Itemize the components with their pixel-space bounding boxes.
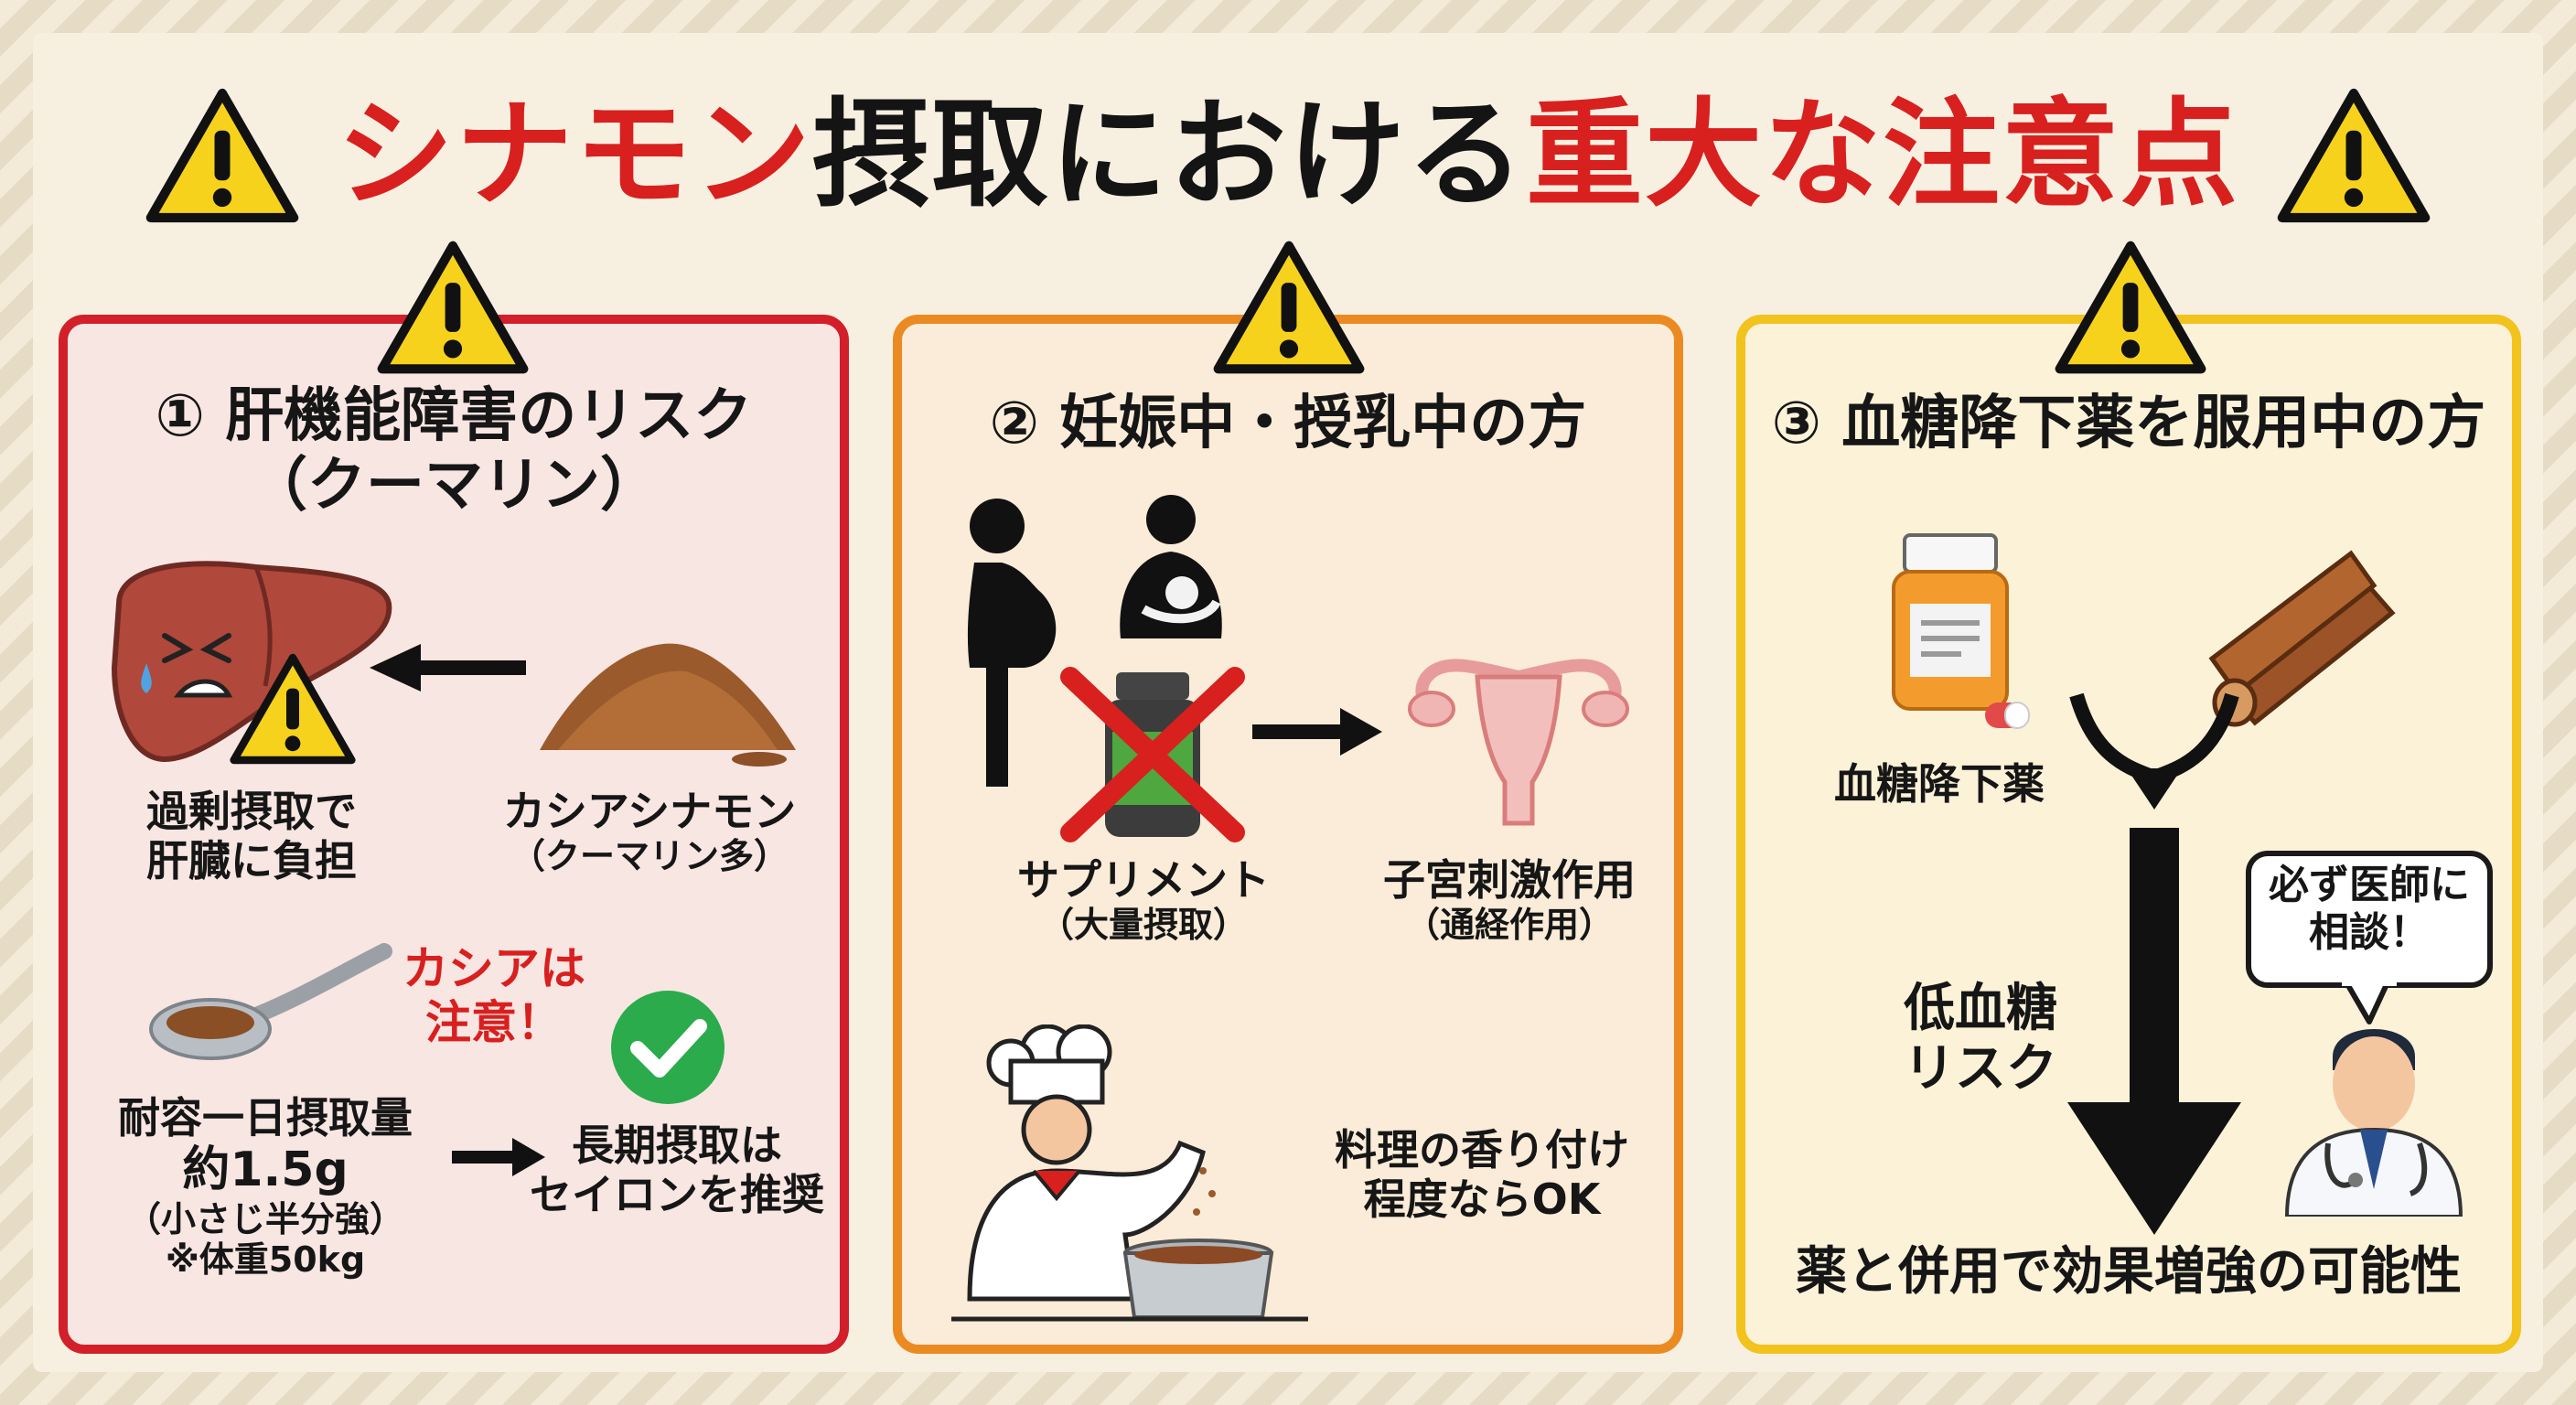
chef-icon (951, 1024, 1308, 1322)
doctor-bubble-line1: 必ず医師に (2269, 862, 2470, 908)
recommend-line1: 長期摂取は (572, 1121, 782, 1170)
powder-caption: カシアシナモン （クーマリン多） (457, 787, 842, 877)
warning-icon (2055, 241, 2206, 374)
pill-bottle-icon (1892, 533, 2030, 729)
liver-caption-line1: 過剰摂取で (146, 787, 357, 836)
powder-caption-line1: カシアシナモン (502, 787, 797, 836)
tolerance-info: 耐容一日摂取量 約1.5g （小さじ半分強） ※体重50kg (82, 1093, 448, 1281)
cooking-caption: 料理の香り付け 程度ならOK (1299, 1125, 1665, 1225)
tolerance-line4: ※体重50kg (165, 1239, 366, 1281)
arrow-left-icon (370, 644, 526, 692)
uterus-caption: 子宮刺激作用 （通経作用） (1354, 855, 1665, 946)
risk-text: 低血糖 リスク (1871, 979, 2090, 1099)
nursing-mother-icon (1120, 495, 1222, 638)
title-text: シナモン摂取における重大な注意点 (337, 97, 2239, 214)
prohibited-x-icon (1060, 667, 1245, 842)
uterus-caption-line2: （通経作用） (1404, 905, 1614, 946)
cinnamon-powder-icon (540, 643, 796, 767)
liver-icon (111, 561, 392, 763)
supplement-caption-line1: サプリメント (1017, 855, 1270, 905)
medicine-label: 血糖降下薬 (1834, 759, 2045, 809)
cooking-caption-line1: 料理の香り付け (1335, 1125, 1629, 1174)
liver-caption-line2: 肝臓に負担 (146, 836, 357, 886)
warning-icon (2277, 88, 2431, 223)
panel2-heading: ② 妊娠中・授乳中の方 (989, 390, 1587, 457)
title-important: 重大な注意点 (1526, 87, 2240, 223)
check-icon (611, 991, 724, 1104)
warning-icon (1213, 241, 1365, 374)
risk-line1: 低血糖 (1904, 979, 2057, 1038)
cooking-caption-line2: 程度ならOK (1363, 1174, 1601, 1225)
cassia-warning-line2: 注意！ (425, 996, 563, 1049)
page-title: シナモン摂取における重大な注意点 (0, 64, 2576, 247)
powder-caption-line2: （クーマリン多） (510, 836, 789, 877)
cassia-warning-line1: カシアは (402, 942, 585, 995)
doctor-bubble-line2: 相談！ (2309, 908, 2430, 956)
panel1-heading-line1: ① 肝機能障害のリスク (155, 382, 753, 450)
tolerance-line1: 耐容一日摂取量 (118, 1093, 413, 1142)
warning-icon (377, 241, 529, 374)
recommend-text: 長期摂取は セイロンを推奨 (512, 1121, 842, 1220)
uterus-icon (1408, 659, 1629, 826)
arrow-right-icon (1252, 708, 1382, 756)
panel1-heading-line2: （クーマリン） (249, 451, 659, 520)
panel3-bottom-text: 薬と併用で効果増強の可能性 (1796, 1242, 2462, 1302)
risk-line2: リスク (1904, 1039, 2057, 1099)
doctor-bubble-text: 必ず医師に 相談！ (2246, 862, 2493, 957)
recommend-line2: セイロンを推奨 (530, 1170, 824, 1220)
supplement-caption: サプリメント （大量摂取） (970, 855, 1317, 946)
warning-icon (145, 88, 299, 223)
pregnant-woman-icon (967, 499, 1057, 787)
uterus-caption-line1: 子宮刺激作用 (1383, 855, 1636, 905)
merge-arrow-icon (2069, 692, 2239, 810)
arrow-right-icon (452, 1138, 545, 1176)
bubble-tail (2342, 981, 2397, 1024)
panel-liver-risk (59, 315, 849, 1354)
doctor-icon (2284, 1029, 2463, 1217)
supplement-caption-line2: （大量摂取） (1038, 905, 1248, 946)
tolerance-line3: （小さじ半分強） (125, 1198, 404, 1239)
title-cinnamon: シナモン (336, 87, 812, 223)
warning-icon (230, 653, 356, 765)
spoon-icon (149, 943, 392, 1060)
tolerance-amount: 約1.5g (182, 1142, 349, 1198)
liver-caption: 過剰摂取で 肝臓に負担 (101, 787, 402, 886)
panel1-heading: ① 肝機能障害のリスク （クーマリン） (68, 382, 840, 520)
down-arrow-icon (2067, 828, 2241, 1235)
title-middle: 摂取における (811, 87, 1526, 223)
panel3-heading: ③ 血糖降下薬を服用中の方 (1771, 390, 2486, 457)
cassia-warning: カシアは 注意！ (384, 942, 604, 1050)
